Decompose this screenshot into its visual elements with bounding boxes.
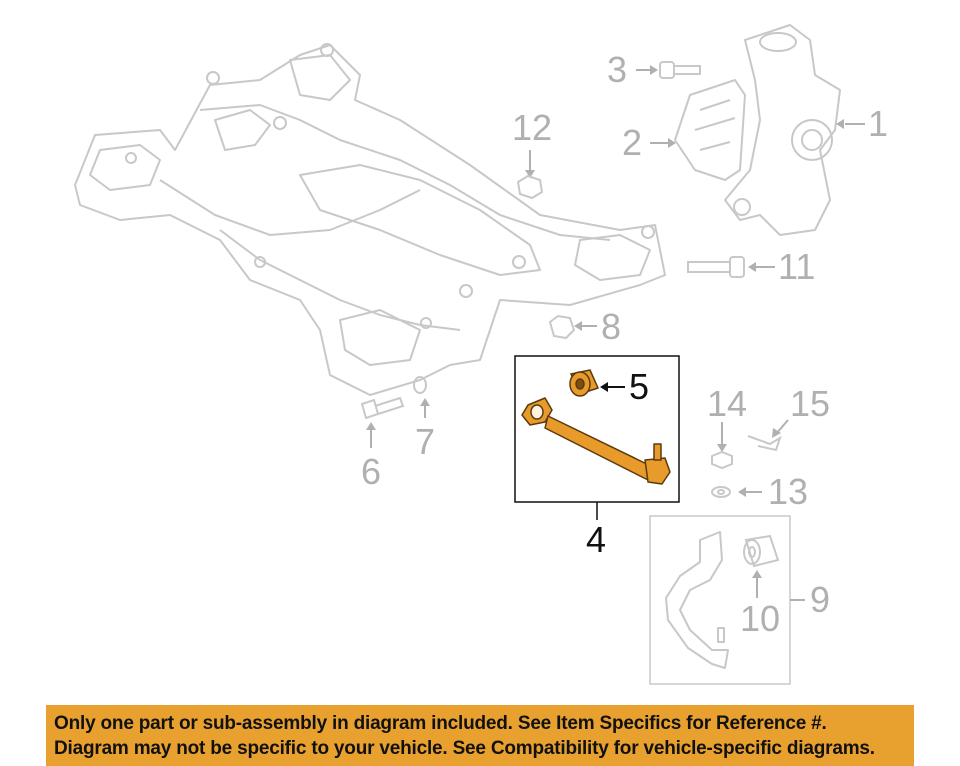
disclaimer-banner: Only one part or sub-assembly in diagram… <box>46 705 914 766</box>
callout-2: 2 <box>622 122 643 163</box>
callout-15: 15 <box>790 383 831 424</box>
disclaimer-line-1: Only one part or sub-assembly in diagram… <box>54 713 827 734</box>
bolt-6 <box>360 396 405 448</box>
steering-knuckle <box>724 24 841 236</box>
disclaimer-line-2: Diagram may not be specific to your vehi… <box>54 738 875 759</box>
callout-13: 13 <box>768 471 809 512</box>
callout-6: 6 <box>361 451 382 492</box>
control-arm-4 <box>521 397 671 485</box>
nut-14 <box>711 422 733 470</box>
nut-12 <box>516 150 544 200</box>
upper-arm-9 <box>665 531 729 669</box>
nut-8 <box>548 314 597 340</box>
callout-7: 7 <box>415 421 436 462</box>
callout-3: 3 <box>607 49 628 90</box>
clip-15 <box>747 419 789 452</box>
callout-9: 9 <box>810 579 831 620</box>
callout-11: 11 <box>778 246 816 287</box>
washer-7 <box>413 376 430 418</box>
callout-1: 1 <box>868 103 889 144</box>
bushing-10 <box>743 534 780 598</box>
callout-14: 14 <box>707 383 748 424</box>
callout-12: 12 <box>512 107 553 148</box>
washer-13 <box>711 486 762 498</box>
bolt-3 <box>636 61 701 79</box>
callout-5: 5 <box>629 366 650 407</box>
subframe <box>74 43 666 396</box>
bolt-11 <box>687 256 775 278</box>
callout-10: 10 <box>740 598 781 639</box>
dust-shield <box>674 79 746 181</box>
callout-4: 4 <box>586 519 607 560</box>
callout-8: 8 <box>601 306 622 347</box>
bushing-5 <box>569 369 625 397</box>
